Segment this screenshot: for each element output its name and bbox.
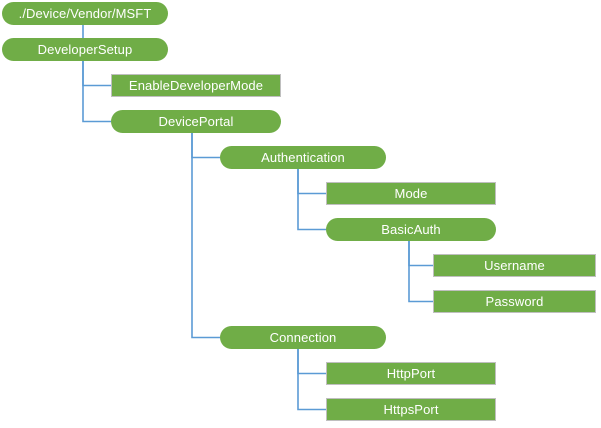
connector-deviceportal-to-authentication <box>191 133 220 159</box>
tree-node-label: Password <box>485 293 544 309</box>
connector-developersetup-to-enabledevelopermode <box>82 61 111 87</box>
tree-node-username[interactable]: Username <box>433 254 596 277</box>
tree-node-mode[interactable]: Mode <box>326 182 496 205</box>
tree-node-label: Username <box>484 257 545 273</box>
tree-node-label: HttpsPort <box>383 401 439 417</box>
connector-basicauth-to-password <box>408 241 433 303</box>
tree-node-label: EnableDeveloperMode <box>128 77 264 93</box>
tree-node-enabledevelopermode[interactable]: EnableDeveloperMode <box>111 74 281 97</box>
connector-basicauth-to-username <box>408 241 433 267</box>
tree-node-label: ./Device/Vendor/MSFT <box>18 5 152 21</box>
tree-node-label: Authentication <box>261 149 345 165</box>
connector-authentication-to-mode <box>297 169 326 195</box>
tree-node-basicauth[interactable]: BasicAuth <box>326 218 496 241</box>
connector-developersetup-to-deviceportal <box>82 61 111 123</box>
tree-node-deviceportal[interactable]: DevicePortal <box>111 110 281 133</box>
connector-connection-to-httpport <box>297 349 326 375</box>
tree-node-label: Connection <box>269 329 337 345</box>
tree-node-httpsport[interactable]: HttpsPort <box>326 398 496 421</box>
tree-node-root[interactable]: ./Device/Vendor/MSFT <box>2 2 168 25</box>
connector-connection-to-httpsport <box>297 349 326 411</box>
tree-node-httpport[interactable]: HttpPort <box>326 362 496 385</box>
tree-node-password[interactable]: Password <box>433 290 596 313</box>
tree-node-label: DevicePortal <box>158 113 234 129</box>
tree-node-label: DeveloperSetup <box>37 41 133 57</box>
tree-node-developersetup[interactable]: DeveloperSetup <box>2 38 168 61</box>
connector-deviceportal-to-connection <box>191 133 220 339</box>
connector-authentication-to-basicauth <box>297 169 326 231</box>
tree-node-label: BasicAuth <box>381 221 441 237</box>
tree-node-label: HttpPort <box>386 365 436 381</box>
tree-node-connection[interactable]: Connection <box>220 326 386 349</box>
tree-node-authentication[interactable]: Authentication <box>220 146 386 169</box>
tree-node-label: Mode <box>394 185 428 201</box>
